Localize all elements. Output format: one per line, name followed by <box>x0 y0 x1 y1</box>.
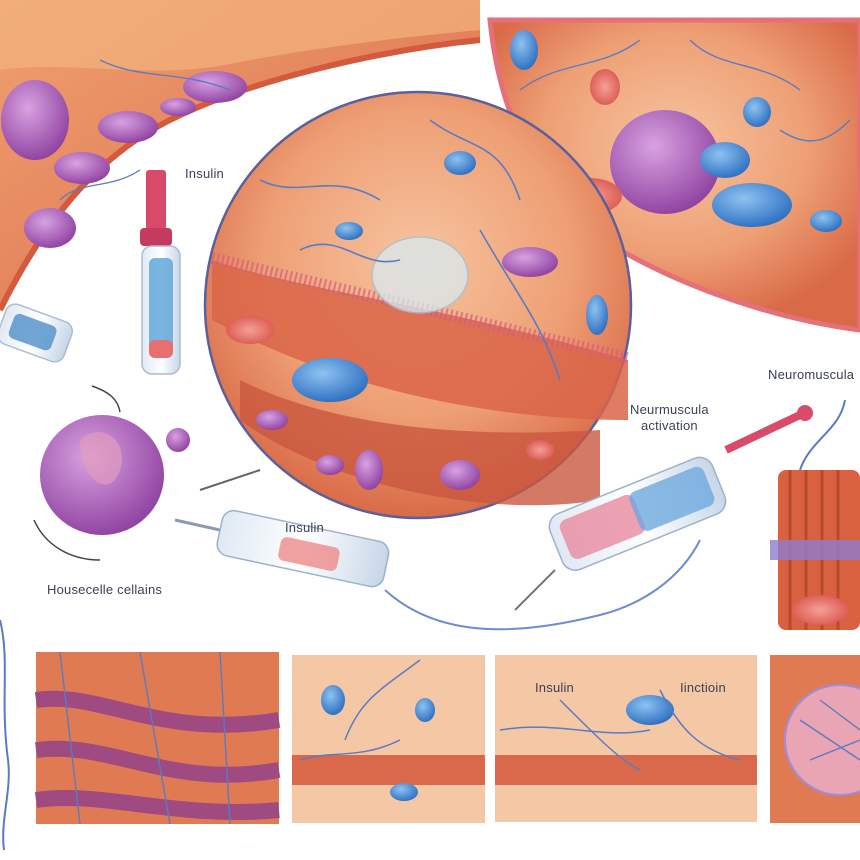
upper-muscle-band <box>0 0 481 312</box>
neuromuscular-label: Neuromuscula <box>768 367 855 382</box>
right-muscle-bundle <box>770 399 860 630</box>
bottom-panel-4 <box>770 655 860 823</box>
large-syringe <box>514 405 813 611</box>
bottom-panel-3 <box>495 655 757 822</box>
central-magnified-circle <box>203 90 633 520</box>
left-nerve-lines <box>0 619 10 851</box>
bottom-panel-2 <box>292 655 485 823</box>
insulin-vial <box>140 170 181 375</box>
left-tilted-vial <box>0 303 74 363</box>
neuromuscular-activation-line2: activation <box>640 418 698 433</box>
panel-insulin-label: Insulin <box>535 680 574 695</box>
insulin-syringe-label: Insulin <box>285 520 324 535</box>
neuromuscular-activation-line1: Neurmuscula <box>630 402 709 417</box>
small-syringe <box>174 509 701 631</box>
insulin-vial-label: Insulin <box>185 166 224 181</box>
neuromuscular-activation-label: Neurmuscula activation <box>630 402 709 434</box>
muscle-cells-label: Housecelle cellains <box>47 582 163 597</box>
panel-injection-label: Iinctioin <box>680 680 726 695</box>
bottom-panel-1 <box>34 651 281 825</box>
left-purple-cell <box>33 385 261 561</box>
